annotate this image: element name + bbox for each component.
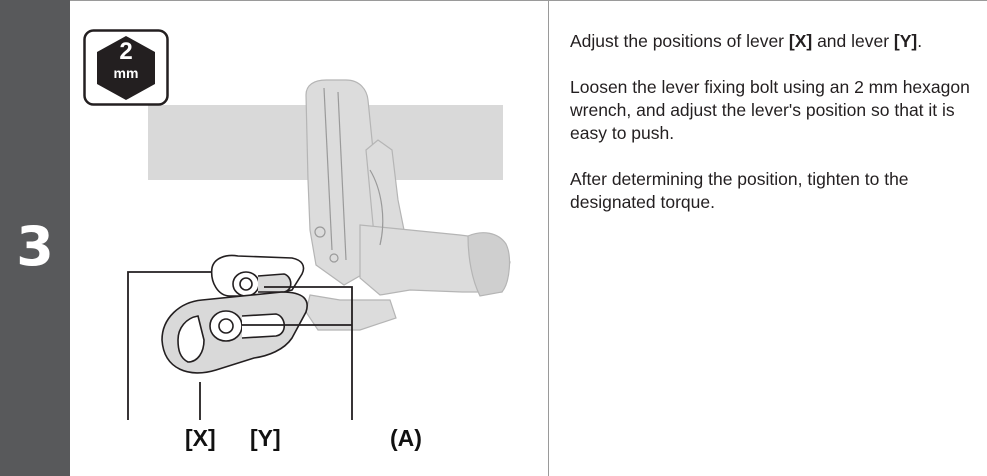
hex-wrench-size-icon: 2 mm — [83, 29, 169, 106]
lever-adjustment-illustration: [X] [Y] (A) — [70, 0, 548, 476]
hex-wrench-badge-frame — [83, 29, 169, 106]
instruction-loosen: Loosen the lever fixing bolt using an 2 … — [570, 77, 970, 143]
tool-size-unit: mm — [113, 65, 139, 81]
instructions-text: Adjust the positions of lever [X] and le… — [570, 30, 975, 237]
step-number: 3 — [16, 215, 54, 278]
top-rule — [70, 0, 987, 1]
column-divider — [548, 0, 549, 476]
step-number-bar: 3 — [0, 0, 70, 476]
callout-label-lever-x: [X] — [185, 425, 216, 451]
lever-x-reference: [X] — [788, 31, 813, 51]
instruction-text-part: Adjust the positions of lever — [570, 31, 789, 51]
instruction-text-part: . — [917, 31, 923, 51]
lever-assembly-drawing — [127, 79, 511, 420]
lever-y — [161, 291, 308, 374]
callout-leaders — [127, 271, 353, 420]
instruction-text-part: and lever — [812, 31, 894, 51]
callout-label-bolt-a: (A) — [390, 425, 422, 451]
tool-size-value: 2 — [119, 38, 133, 65]
instruction-tighten: After determining the position, tighten … — [570, 169, 909, 212]
lever-x — [210, 254, 305, 297]
instruction-adjust: Adjust the positions of lever [X] and le… — [570, 30, 975, 53]
shifter-body-details — [314, 87, 384, 263]
lever-y-reference: [Y] — [893, 31, 918, 51]
callout-label-lever-y: [Y] — [250, 425, 281, 451]
